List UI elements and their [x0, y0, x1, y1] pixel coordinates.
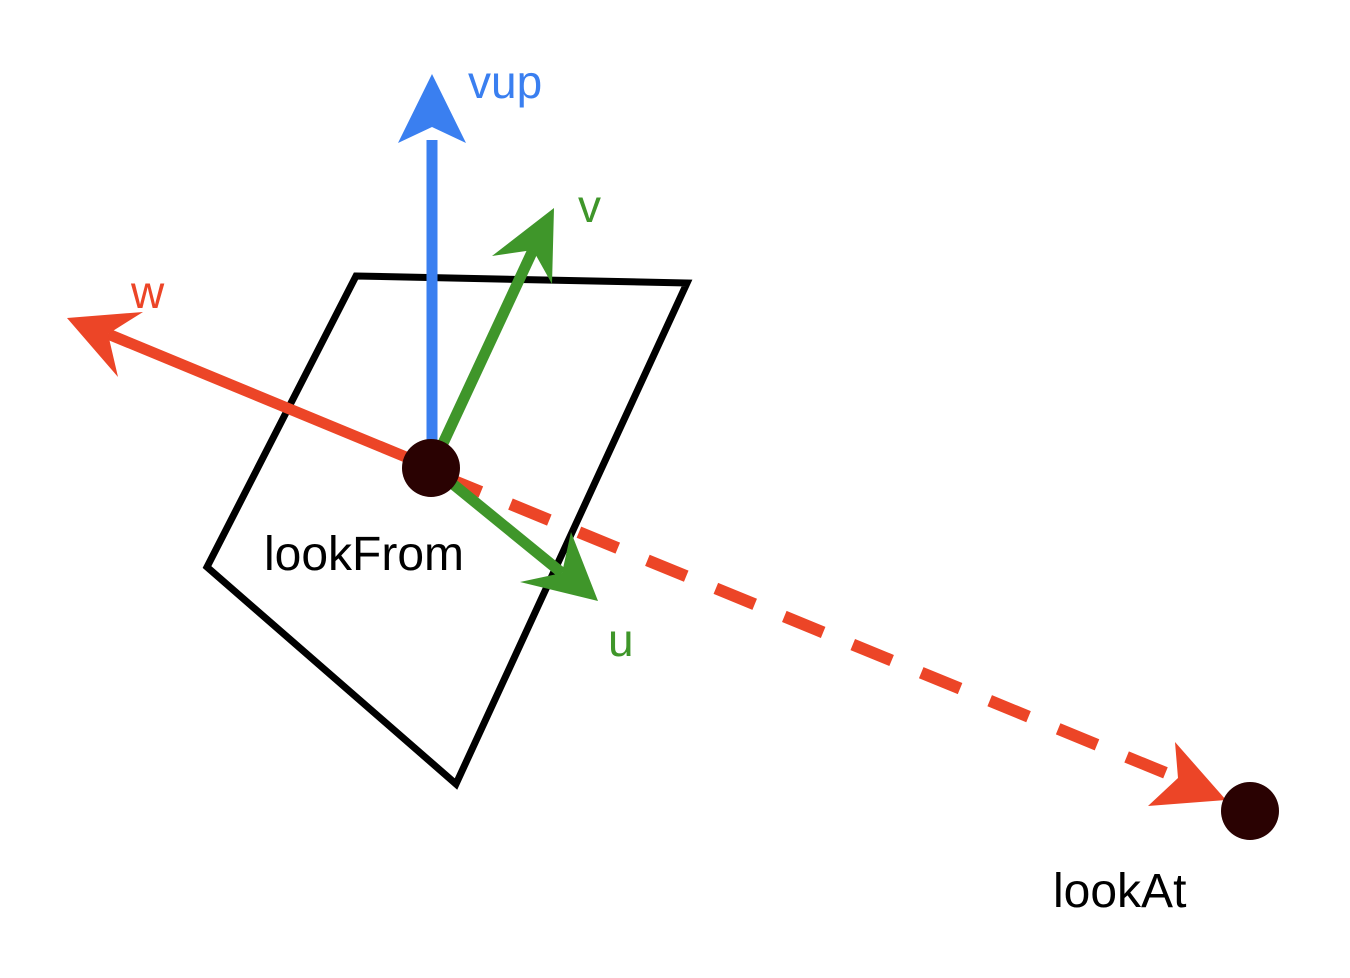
- vup-label: vup: [468, 56, 542, 108]
- u-label: u: [608, 614, 634, 666]
- w-vector-shaft: [105, 328, 433, 473]
- look-from-label: lookFrom: [264, 528, 464, 581]
- look-from-point: [402, 439, 460, 497]
- vup-vector-arrowhead: [398, 74, 466, 143]
- look-at-point: [1221, 782, 1279, 840]
- view-direction-dashed-line: [439, 470, 1181, 784]
- view-direction-arrowhead: [1148, 742, 1226, 806]
- look-at-label: lookAt: [1053, 865, 1186, 918]
- v-vector-shaft: [427, 247, 538, 470]
- image-plane: [202, 272, 693, 790]
- v-label: v: [578, 180, 601, 232]
- w-vector-arrowhead: [67, 312, 143, 377]
- v-vector-arrowhead: [492, 208, 554, 284]
- w-label: w: [130, 266, 165, 318]
- u-vector-arrowhead: [520, 532, 598, 601]
